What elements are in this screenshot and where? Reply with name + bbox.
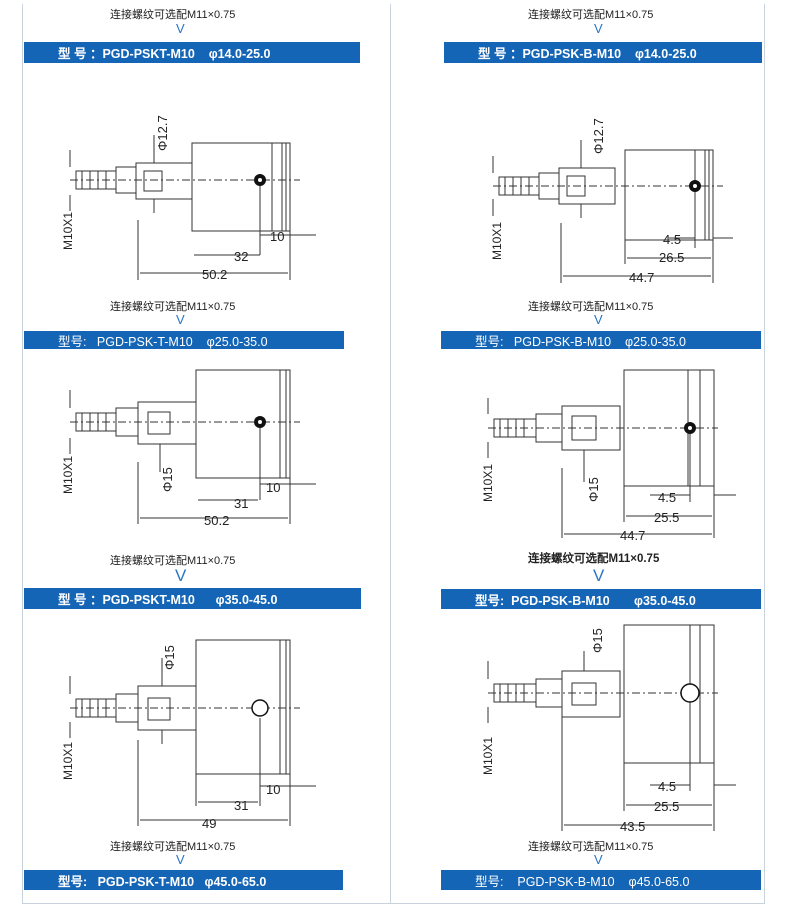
model-title-bar: 型号: PGD-PSK-T-M10 φ45.0-65.0 [24, 870, 343, 890]
model-title-bar: 型 号 ：PGD-PSKT-M10 φ35.0-45.0 [24, 588, 361, 609]
model-title-bar: 型 号 ：PGD-PSKT-M10 φ14.0-25.0 [24, 42, 360, 63]
total-length-dimension: 50.2 [202, 267, 227, 282]
model-title-bar: 型号: PGD-PSK-B-M10 φ35.0-45.0 [441, 589, 761, 609]
model-title: 型号: PGD-PSK-B-M10 φ25.0-35.0 [475, 334, 686, 349]
down-arrow-mark: V [593, 566, 605, 585]
length-dimension-2: 10 [270, 229, 284, 244]
model-title: 型 号 ：PGD-PSKT-M10 φ35.0-45.0 [58, 593, 278, 607]
frame-right-border [764, 4, 765, 904]
length-dimension-2: 26.5 [659, 250, 684, 265]
down-arrow-mark: V [594, 21, 603, 36]
down-arrow-mark: V [594, 312, 603, 327]
drawing-psk-b-25-35: Φ15 M10X1 4.5 25.5 44.7 [481, 369, 736, 543]
frame-left-border [22, 4, 23, 904]
total-length-dimension: 50.2 [204, 513, 229, 528]
frame-center-divider [390, 4, 391, 904]
thread-dimension: M10X1 [481, 737, 495, 775]
bore-dimension: Φ12.7 [591, 118, 606, 154]
model-title-bar: 型号: PGD-PSK-T-M10 φ25.0-35.0 [24, 331, 344, 349]
thread-option-note: 连接螺纹可选配M11×0.75 [110, 301, 236, 313]
bore-dimension: Φ15 [586, 477, 601, 502]
drawing-psk-b-14-25: Φ12.7 M10X1 4.5 26.5 44.7 [490, 118, 733, 285]
thread-option-note: 连接螺纹可选配M11×0.75 [110, 841, 236, 853]
length-dimension-1: 4.5 [663, 232, 681, 247]
bore-dimension: Φ12.7 [155, 115, 170, 151]
length-dimension-2: 10 [266, 782, 280, 797]
model-title: 型 号 ：PGD-PSKT-M10 φ14.0-25.0 [58, 47, 271, 61]
thread-option-note: 连接螺纹可选配M11×0.75 [110, 9, 236, 21]
model-title: 型 号 ：PGD-PSK-B-M10 φ14.0-25.0 [478, 47, 697, 61]
model-title-bar: 型号: PGD-PSK-B-M10 φ45.0-65.0 [441, 870, 761, 890]
length-dimension-1: 4.5 [658, 490, 676, 505]
down-arrow-mark: V [176, 852, 185, 867]
drawing-psk-b-35-45: Φ15 M10X1 4.5 25.5 43.5 [481, 624, 736, 834]
bore-dimension: Φ15 [160, 467, 175, 492]
model-title: 型号: PGD-PSK-T-M10 φ25.0-35.0 [58, 334, 268, 349]
thread-dimension: M10X1 [481, 464, 495, 502]
length-dimension-1: 31 [234, 496, 248, 511]
drawing-pskt-14-25: Φ12.7 M10X1 32 10 50.2 [61, 115, 316, 282]
model-title-bar: 型 号 ：PGD-PSK-B-M10 φ14.0-25.0 [444, 42, 762, 63]
length-dimension-1: 4.5 [658, 779, 676, 794]
model-title-bar: 型号: PGD-PSK-B-M10 φ25.0-35.0 [441, 331, 761, 349]
thread-option-note: 连接螺纹可选配M11×0.75 [528, 301, 654, 313]
thread-dimension: M10X1 [61, 212, 75, 250]
length-dimension-1: 32 [234, 249, 248, 264]
bore-dimension: Φ15 [590, 628, 605, 653]
down-arrow-mark: V [176, 312, 185, 327]
down-arrow-mark: V [175, 566, 187, 585]
thread-option-note: 连接螺纹可选配M11×0.75 [528, 9, 654, 21]
length-dimension-2: 25.5 [654, 799, 679, 814]
down-arrow-mark: V [176, 21, 185, 36]
total-length-dimension: 44.7 [629, 270, 654, 285]
thread-dimension: M10X1 [61, 456, 75, 494]
thread-option-note: 连接螺纹可选配M11×0.75 [110, 555, 236, 567]
drawing-pskt-35-45: Φ15 M10X1 31 10 49 [61, 639, 316, 831]
thread-dimension: M10X1 [490, 222, 504, 260]
model-title: 型号: PGD-PSK-B-M10 φ35.0-45.0 [475, 593, 696, 608]
model-title: 型号: PGD-PSK-B-M10 φ45.0-65.0 [475, 874, 690, 889]
length-dimension-2: 25.5 [654, 510, 679, 525]
thread-option-note: 连接螺纹可选配M11×0.75 [528, 841, 654, 853]
total-length-dimension: 44.7 [620, 528, 645, 543]
thread-option-note: 连接螺纹可选配M11×0.75 [528, 553, 660, 565]
length-dimension-1: 31 [234, 798, 248, 813]
down-arrow-mark: V [594, 852, 603, 867]
length-dimension-2: 10 [266, 480, 280, 495]
total-length-dimension: 43.5 [620, 819, 645, 834]
thread-dimension: M10X1 [61, 742, 75, 780]
model-title: 型号: PGD-PSK-T-M10 φ45.0-65.0 [58, 874, 267, 889]
frame-bottom-border [22, 903, 765, 904]
bore-dimension: Φ15 [162, 645, 177, 670]
total-length-dimension: 49 [202, 816, 216, 831]
drawing-psk-t-25-35: Φ15 M10X1 31 10 50.2 [61, 369, 316, 528]
